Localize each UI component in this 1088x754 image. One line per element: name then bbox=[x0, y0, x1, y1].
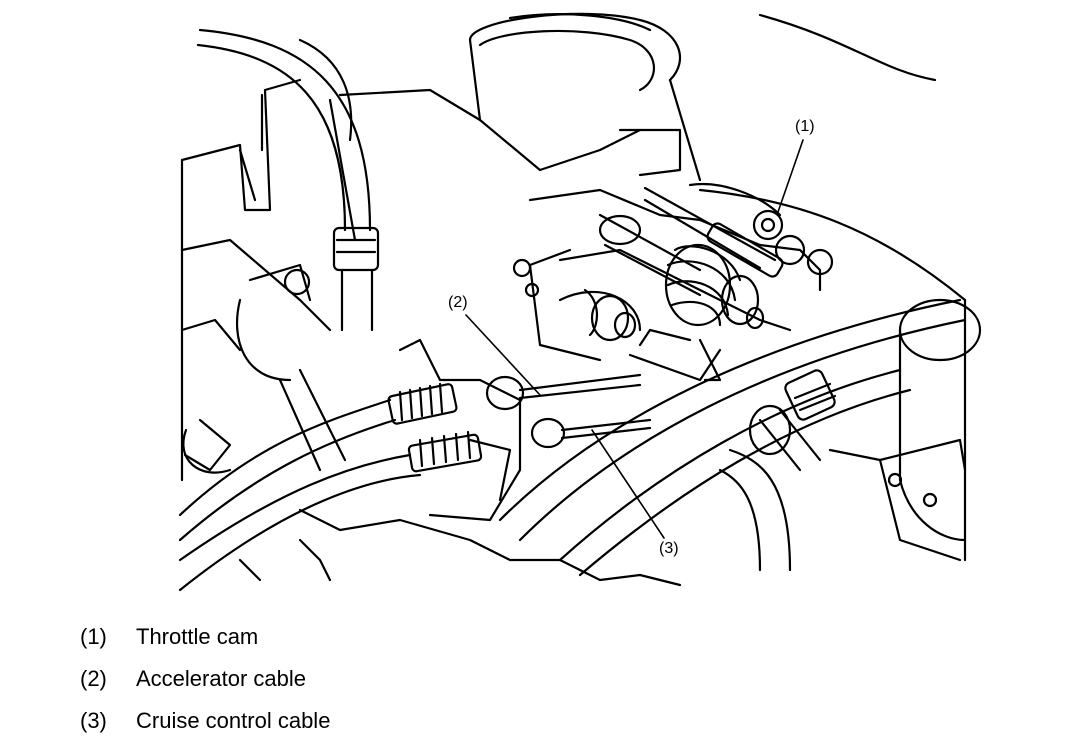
callout-label-1: (1) bbox=[794, 118, 816, 135]
filter-canister bbox=[828, 298, 982, 562]
intake-duct bbox=[328, 12, 702, 242]
callout-leaders bbox=[465, 139, 804, 539]
legend-text: Accelerator cable bbox=[136, 666, 306, 691]
lower-engine-edge bbox=[238, 508, 682, 587]
legend-number: (3) bbox=[80, 708, 107, 733]
fender-outline bbox=[688, 13, 967, 302]
callout-label-3: (3) bbox=[658, 540, 680, 557]
leader-line-3 bbox=[591, 429, 665, 539]
legend-item-cruise-control-cable: (3) Cruise control cable bbox=[80, 704, 780, 746]
legend-number: (1) bbox=[80, 624, 107, 649]
fuel-hoses bbox=[196, 28, 380, 472]
engine-block-outline bbox=[180, 78, 332, 482]
parts-legend: (1) Throttle cam (2) Accelerator cable (… bbox=[80, 620, 780, 746]
callout-label-2: (2) bbox=[447, 294, 469, 311]
cables bbox=[178, 338, 652, 592]
leader-line-2 bbox=[465, 314, 541, 396]
legend-item-throttle-cam: (1) Throttle cam bbox=[80, 620, 780, 662]
throttle-cam-assembly bbox=[512, 186, 834, 382]
coolant-hoses bbox=[498, 298, 967, 577]
legend-item-accelerator-cable: (2) Accelerator cable bbox=[80, 662, 780, 704]
legend-text: Throttle cam bbox=[136, 624, 259, 649]
leader-line-1 bbox=[777, 139, 804, 213]
legend-text: Cruise control cable bbox=[136, 708, 331, 733]
legend-number: (2) bbox=[80, 666, 107, 691]
